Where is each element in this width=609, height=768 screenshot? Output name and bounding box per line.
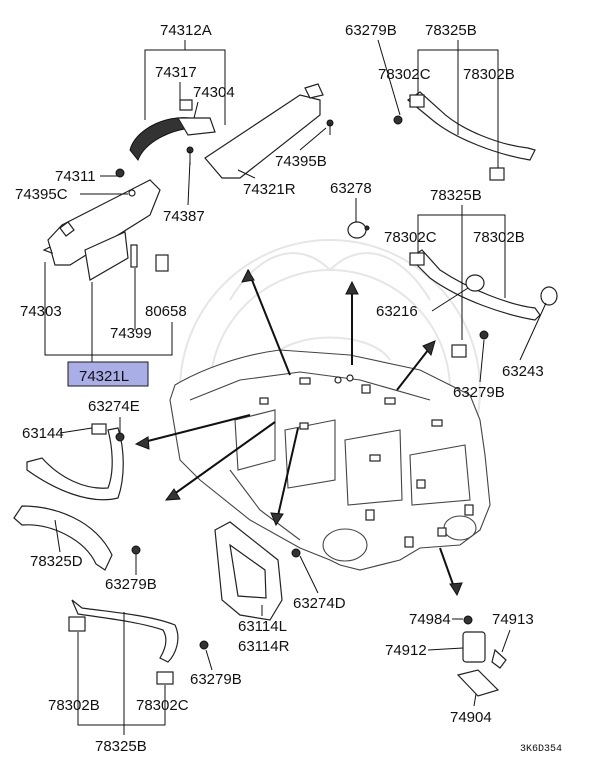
label-78302B-mid: 78302B <box>473 229 525 246</box>
assist-grip-lower-part <box>68 599 209 685</box>
label-74304: 74304 <box>193 84 235 101</box>
label-78302B-bot: 78302B <box>48 697 100 714</box>
label-63279B-bot: 63279B <box>190 671 242 688</box>
label-74317: 74317 <box>155 64 197 81</box>
label-63274D: 63274D <box>293 595 346 612</box>
label-78302B-top: 78302B <box>463 66 515 83</box>
part-labels: 74312A 74317 74304 74311 74395C 74387 74… <box>15 22 562 755</box>
grip-63144-part <box>26 423 125 501</box>
label-78302C-top: 78302C <box>378 66 431 83</box>
label-78325B-bot: 78325B <box>95 738 147 755</box>
label-63279B-mid: 63279B <box>453 384 505 401</box>
label-74321L: 74321L <box>79 368 129 385</box>
diagram-code: 3K6D354 <box>520 744 562 755</box>
rearview-mirror-part <box>129 99 216 165</box>
label-74904: 74904 <box>450 709 492 726</box>
label-63279B-top: 63279B <box>345 22 397 39</box>
label-74303: 74303 <box>20 303 62 320</box>
highlight-74321L <box>67 361 149 387</box>
label-78325D: 78325D <box>30 553 83 570</box>
label-78302C-bot: 78302C <box>136 697 189 714</box>
label-78302C-mid: 78302C <box>384 229 437 246</box>
sun-visor-right-part <box>204 83 334 179</box>
label-63274E: 63274E <box>88 398 140 415</box>
label-63278: 63278 <box>330 180 372 197</box>
grip-78325D-part <box>13 505 141 571</box>
label-74399: 74399 <box>110 325 152 342</box>
label-63114L: 63114L <box>238 618 287 635</box>
assist-grip-upper-part <box>393 91 536 181</box>
label-63243: 63243 <box>502 363 544 380</box>
label-74311: 74311 <box>55 168 96 185</box>
label-80658: 80658 <box>145 303 187 320</box>
grip-cap-63278 <box>347 221 370 239</box>
label-63279B-left: 63279B <box>105 576 157 593</box>
clip-74904-parts <box>456 615 507 697</box>
pointer-arrows <box>134 268 463 597</box>
label-74984: 74984 <box>409 611 451 628</box>
label-74387: 74387 <box>163 208 205 225</box>
sun-visor-left-part <box>42 168 169 281</box>
trim-63114-part <box>214 521 301 621</box>
label-63144: 63144 <box>22 425 64 442</box>
label-74321R: 74321R <box>243 181 296 198</box>
label-74395B: 74395B <box>275 153 327 170</box>
label-63216: 63216 <box>376 303 418 320</box>
vehicle-body <box>169 349 491 571</box>
label-74312A: 74312A <box>160 22 212 39</box>
label-78325B-mid: 78325B <box>430 187 482 204</box>
label-63114R: 63114R <box>238 638 290 655</box>
label-74913: 74913 <box>492 611 534 628</box>
label-74912: 74912 <box>385 642 427 659</box>
assist-grip-middle-part <box>409 249 558 358</box>
label-78325B-top: 78325B <box>425 22 477 39</box>
label-74395C: 74395C <box>15 186 68 203</box>
